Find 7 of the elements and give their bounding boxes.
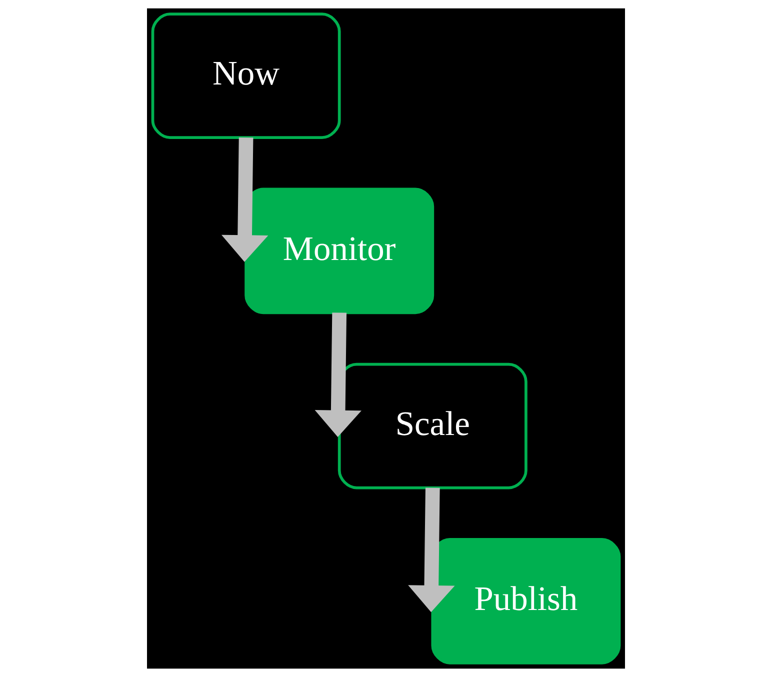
node-box: Publish <box>431 538 621 664</box>
node-box: Now <box>151 12 341 139</box>
arrow <box>314 312 362 437</box>
node-box: Monitor <box>244 188 434 314</box>
arrow <box>408 488 455 612</box>
node-box: Scale <box>338 362 528 490</box>
arrow <box>221 137 268 262</box>
